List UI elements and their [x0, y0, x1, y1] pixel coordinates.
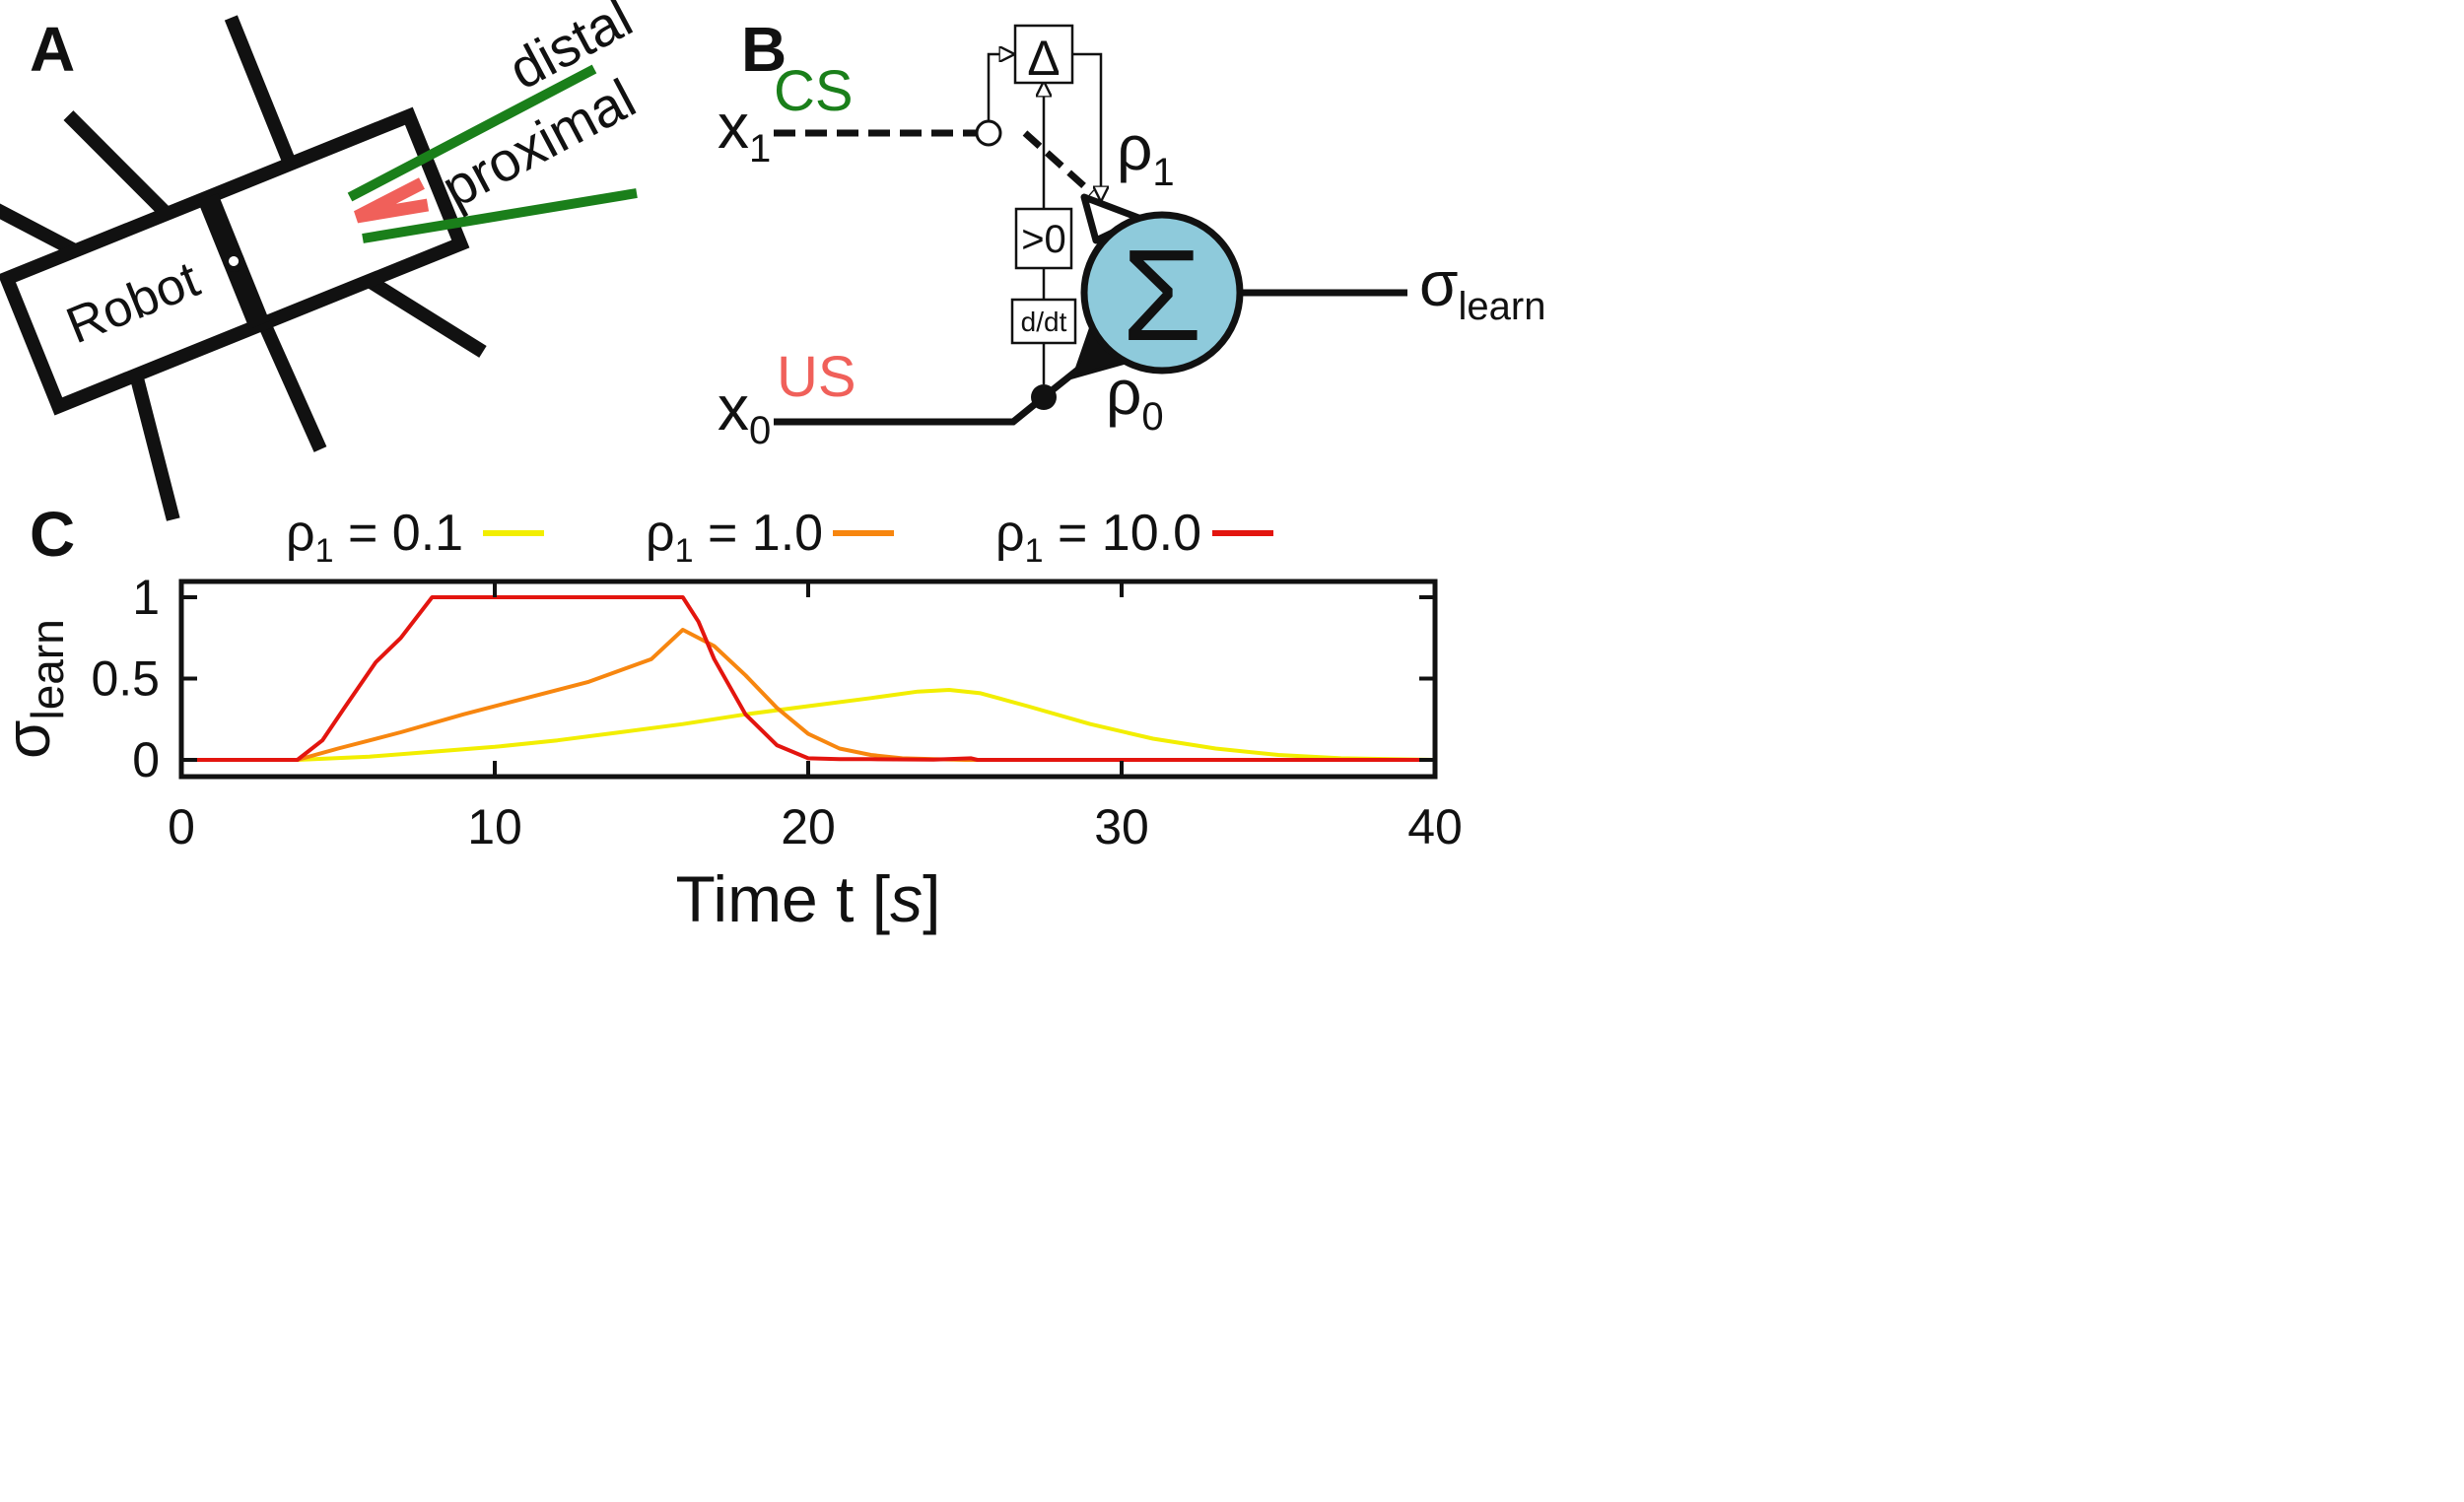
us-label: US — [777, 345, 856, 409]
x-tick-label: 40 — [1407, 799, 1463, 854]
robot-leg — [365, 275, 487, 358]
robot-leg — [129, 373, 180, 521]
chart-series — [181, 595, 1436, 762]
robot: Robot — [0, 15, 487, 521]
series-line-0 — [181, 688, 1436, 762]
legend-label-0: ρ1 = 0.1 — [286, 505, 463, 570]
rho0-label: ρ0 — [1106, 357, 1164, 439]
rho1-label: ρ1 — [1117, 112, 1175, 194]
panel-c-letter: C — [30, 499, 75, 570]
delta-box — [1013, 24, 1074, 85]
robot-leg — [0, 184, 79, 257]
x-tick-label: 0 — [168, 799, 195, 854]
legend-label-2: ρ1 = 10.0 — [995, 505, 1201, 570]
panel-a-letter: A — [30, 14, 75, 85]
output-label: σlearn — [1419, 248, 1545, 328]
delta-label: Δ — [1027, 31, 1060, 86]
panel-b-letter: B — [741, 14, 787, 85]
us-input-line — [774, 354, 1097, 426]
x-axis-label: Time t [s] — [676, 862, 941, 935]
x1-label: x1 — [718, 91, 771, 171]
distal-sensor-line-upper — [347, 64, 597, 202]
threshold-box — [1014, 207, 1073, 270]
cs-label: CS — [774, 59, 854, 123]
x-tick-label: 10 — [467, 799, 522, 854]
derivative-label: d/dt — [1021, 307, 1067, 337]
x-tick-label: 20 — [781, 799, 836, 854]
derivative-box — [1010, 298, 1077, 345]
panel-b: B x1 CS x0 US d/dt >0 Δ Σ ρ1 ρ0 σl — [718, 14, 1545, 452]
robot-leg — [63, 110, 172, 219]
robot-joint-icon — [223, 250, 245, 273]
series-line-1 — [181, 628, 1435, 762]
distal-sensor-line-lower — [362, 188, 638, 243]
robot-leg — [257, 320, 327, 452]
axis-ticks: 0 10 20 30 40 0 0.5 1 — [91, 570, 1462, 854]
plot-frame — [178, 579, 1438, 780]
threshold-label: >0 — [1021, 218, 1066, 261]
x-tick-label: 30 — [1094, 799, 1149, 854]
x0-label: x0 — [718, 373, 771, 452]
series-line-2 — [181, 595, 1435, 762]
y-tick-label: 0 — [132, 732, 160, 787]
chart-legend: ρ1 = 0.1 ρ1 = 1.0 ρ1 = 10.0 — [286, 505, 1273, 570]
y-tick-label: 1 — [132, 570, 160, 625]
robot-leg — [224, 15, 297, 168]
panel-c: C ρ1 = 0.1 ρ1 = 1.0 ρ1 = 10.0 0 10 20 30 40 0 0.… — [0, 499, 1463, 935]
panel-a: A Robot distal proximal — [0, 0, 645, 521]
delta-input-wire — [987, 54, 1013, 121]
proximal-sensor-mark — [354, 177, 430, 224]
y-tick-label: 0.5 — [91, 651, 160, 707]
legend-label-1: ρ1 = 1.0 — [646, 505, 823, 570]
sum-symbol: Σ — [1122, 223, 1202, 368]
us-junction-node — [1031, 384, 1057, 410]
y-axis-label: σlearn — [0, 619, 73, 759]
cs-junction-node — [975, 119, 1002, 147]
delta-output-wire — [1072, 52, 1101, 200]
cs-synapse-line — [1022, 130, 1095, 196]
